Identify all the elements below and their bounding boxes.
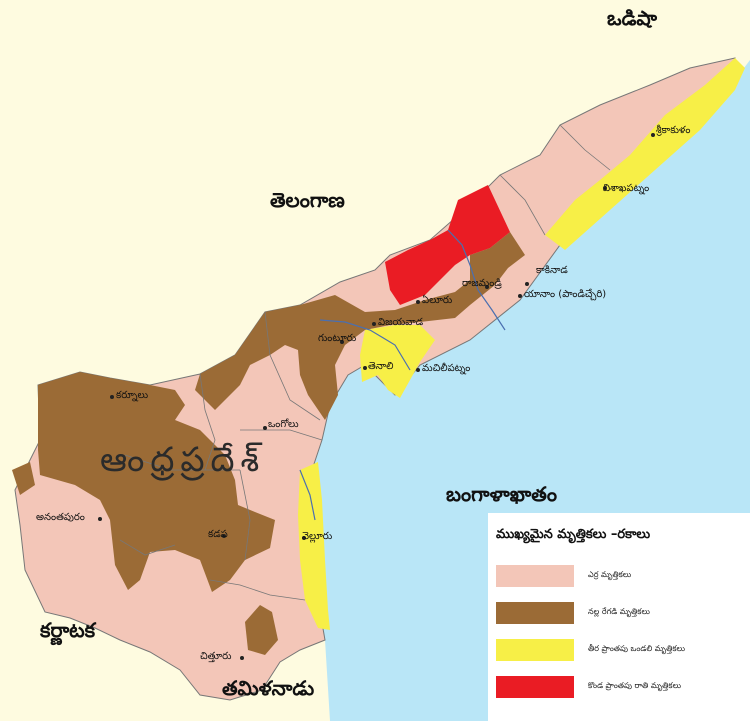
- legend-label: నల్ల రేగడి మృత్తికలు: [588, 607, 650, 616]
- legend-label: తీర ప్రాంతపు ఒండలి మృత్తికలు: [588, 644, 685, 653]
- legend-label: కొండ ప్రాంతపు రాతి మృత్తికలు: [588, 681, 682, 690]
- legend-item: కొండ ప్రాంతపు రాతి మృత్తికలు: [496, 668, 742, 705]
- city-label-nellore: నెల్లూరు: [302, 531, 333, 542]
- city-dot: [525, 282, 529, 286]
- city-label-srikakulam: శ్రీకాకుళం: [656, 125, 691, 136]
- city-label-tenali: తెనాలి: [368, 361, 394, 372]
- coastal-alluvial-zone-north: [545, 58, 745, 250]
- city-dot: [603, 186, 607, 190]
- region-label-karnataka: కర్ణాటక: [40, 618, 96, 642]
- legend-swatch: [496, 675, 574, 698]
- city-label-kakinada: కాకినాడ: [536, 265, 568, 276]
- city-dot: [363, 366, 367, 370]
- legend-item: ఎర్ర మృత్తికలు: [496, 557, 742, 594]
- district-boundaries: [119, 124, 611, 601]
- region-label-telangana: తెలంగాణ: [270, 188, 345, 212]
- city-dot: [485, 285, 489, 289]
- city-label-yanam: యానాం (పాండిచ్చేరి): [524, 289, 607, 300]
- city-dot: [98, 517, 102, 521]
- city-label-eluru: ఏలూరు: [422, 295, 453, 306]
- laterite-zone: [385, 185, 510, 305]
- city-dot: [340, 340, 344, 344]
- legend-swatch: [496, 638, 574, 661]
- city-dot: [651, 133, 655, 137]
- coastal-alluvial-zone-south: [298, 462, 330, 630]
- black-soil-zone-central: [195, 232, 525, 420]
- city-label-chittoor: చిత్తూరు: [200, 651, 232, 662]
- region-label-bay-of-bengal: బంగాళాఖాతం: [446, 482, 557, 506]
- legend-label: ఎర్ర మృత్తికలు: [588, 570, 632, 579]
- black-soil-zone-chittoor: [245, 605, 278, 655]
- city-dot: [372, 322, 376, 326]
- city-dot: [302, 536, 306, 540]
- region-label-tamil-nadu: తమిళనాడు: [222, 676, 315, 700]
- map-legend: ముఖ్యమైన మృత్తికలు –రకాలు ఎర్ర మృత్తికలు…: [488, 513, 750, 721]
- state-label-andhra-pradesh: ఆంధ్రప్రదేశ్: [100, 440, 266, 480]
- coastal-alluvial-zone-krishna: [360, 325, 435, 398]
- region-label-odisha: ఒడిషా: [607, 6, 658, 30]
- city-label-kurnool: కర్నూలు: [116, 390, 149, 401]
- city-dot: [222, 534, 226, 538]
- rivers: [299, 229, 506, 521]
- city-label-visakhapatnam: విశాఖపట్నం: [603, 183, 650, 194]
- legend-title: ముఖ్యమైన మృత్తికలు –రకాలు: [496, 527, 651, 542]
- city-label-ongole: ఒంగోలు: [268, 419, 299, 430]
- legend-swatch: [496, 601, 574, 624]
- legend-swatch: [496, 564, 574, 587]
- city-label-kadapa: కడప: [208, 529, 228, 540]
- city-label-anantapur: అనంతపురం: [36, 512, 85, 523]
- city-label-rajahmundry: రాజమండ్రి: [462, 278, 502, 289]
- legend-item: నల్ల రేగడి మృత్తికలు: [496, 594, 742, 631]
- city-dot: [416, 368, 420, 372]
- black-soil-zone-west-tip: [12, 462, 35, 495]
- city-label-guntur: గుంటూరు: [318, 333, 357, 344]
- legend-item: తీర ప్రాంతపు ఒండలి మృత్తికలు: [496, 631, 742, 668]
- city-label-machilipatnam: మచిలీపట్నం: [422, 363, 471, 374]
- city-dot: [416, 300, 420, 304]
- city-dot: [518, 294, 522, 298]
- city-dot: [240, 656, 244, 660]
- black-soil-zone-south: [38, 372, 275, 592]
- city-label-vijayawada: విజయవాడ: [378, 317, 424, 328]
- city-dot: [110, 395, 114, 399]
- city-dot: [263, 426, 267, 430]
